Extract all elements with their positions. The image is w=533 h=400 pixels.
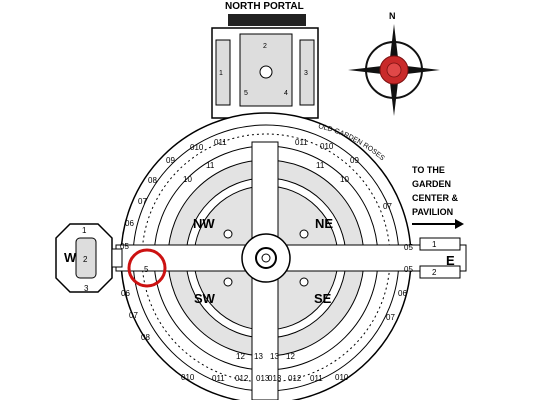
directions-arrow-head-icon bbox=[455, 219, 464, 229]
east-path-label-1: 1 bbox=[432, 240, 437, 249]
inner-label-0: 10 bbox=[183, 175, 192, 184]
directions-block: TO THE GARDEN CENTER & PAVILION bbox=[412, 165, 464, 229]
east-paths: 1 2 E bbox=[419, 237, 461, 279]
ring-label-left-1: 07 bbox=[138, 197, 147, 206]
ring-label-top-0: 011 bbox=[214, 138, 227, 147]
west-label: W bbox=[64, 250, 77, 265]
ring-label-left-4: 06 bbox=[121, 289, 130, 298]
west-bed-label-2: 2 bbox=[83, 255, 88, 264]
east-path-label-2: 2 bbox=[432, 268, 437, 277]
ring-label-top-1: 010 bbox=[190, 143, 204, 152]
ring-label-right-3: 06 bbox=[398, 289, 407, 298]
north-bed-label-2: 2 bbox=[263, 43, 267, 50]
highlight-circle[interactable] bbox=[127, 248, 167, 288]
ring-label-right-0: 07 bbox=[383, 202, 392, 211]
directions-line-4: PAVILION bbox=[412, 207, 453, 217]
ne-fountain-icon bbox=[299, 229, 309, 239]
ring-label-bottom-3: 013 bbox=[256, 374, 270, 383]
compass-n-letter: N bbox=[389, 11, 396, 21]
ring-label-right-4: 07 bbox=[386, 313, 395, 322]
north-bed-3[interactable] bbox=[299, 39, 315, 106]
quadrant-sw[interactable]: SW bbox=[194, 291, 216, 306]
ring-label-bottom-4: 013 bbox=[268, 374, 282, 383]
main-circle-garden: NW NE SW SE 08 07 06 05 06 07 08 07 05 0… bbox=[115, 112, 467, 400]
ring-label-left-5: 07 bbox=[129, 311, 138, 320]
ring-label-right-2: 05 bbox=[404, 265, 413, 274]
west-bed-2[interactable] bbox=[75, 237, 97, 279]
ring-label-left-0: 08 bbox=[148, 176, 157, 185]
east-west-path[interactable] bbox=[115, 244, 467, 272]
ring-label-left-6: 08 bbox=[141, 333, 150, 342]
inner-label-1: 11 bbox=[206, 161, 215, 170]
west-bed-label-3: 3 bbox=[84, 284, 89, 293]
ring-label-bottom-5: 012 bbox=[288, 374, 302, 383]
highlight-marker: 5 bbox=[127, 248, 167, 288]
directions-line-3: CENTER & bbox=[412, 193, 459, 203]
west-garden: 1 2 3 W bbox=[55, 223, 123, 293]
east-label: E bbox=[446, 253, 455, 268]
inner-label-5: 10 bbox=[340, 175, 349, 184]
compass-ring bbox=[365, 41, 423, 99]
rose-center-icon bbox=[386, 62, 402, 78]
quadrant-se[interactable]: SE bbox=[314, 291, 332, 306]
north-bed-label-4: 4 bbox=[284, 90, 288, 97]
ring-label-bottom-7: 010 bbox=[335, 373, 349, 382]
ring-label-left-2: 06 bbox=[125, 219, 134, 228]
se-fountain-icon bbox=[299, 277, 309, 287]
inner-label-3: 12 bbox=[286, 352, 295, 361]
ring-label-top-3: 010 bbox=[320, 142, 334, 151]
quadrant-ne[interactable]: NE bbox=[315, 216, 333, 231]
ring-label-top-5: 09 bbox=[350, 156, 359, 165]
directions-line-2: GARDEN bbox=[412, 179, 451, 189]
ring-label-bottom-6: 011 bbox=[310, 374, 323, 383]
west-connector-path bbox=[111, 248, 123, 268]
inner-label-7: 13 bbox=[270, 352, 279, 361]
compass: N bbox=[348, 11, 440, 116]
inner-label-4: 11 bbox=[316, 161, 325, 170]
north-portal-gate bbox=[228, 14, 306, 26]
north-fountain bbox=[259, 65, 273, 79]
ring-label-bottom-2: 012 bbox=[235, 374, 249, 383]
ring-label-bottom-0: 010 bbox=[181, 373, 195, 382]
ring-label-bottom-1: 011 bbox=[212, 374, 225, 383]
ring-label-right-1: 05 bbox=[404, 243, 413, 252]
north-bed-label-5: 5 bbox=[244, 90, 248, 97]
inner-label-6: 13 bbox=[254, 352, 263, 361]
west-bed-label-1: 1 bbox=[82, 226, 87, 235]
directions-line-1: TO THE bbox=[412, 165, 445, 175]
quadrant-nw[interactable]: NW bbox=[193, 216, 215, 231]
nw-fountain-icon bbox=[223, 229, 233, 239]
east-path-2[interactable] bbox=[419, 265, 461, 279]
east-path-1[interactable] bbox=[419, 237, 461, 251]
north-bed-1[interactable] bbox=[215, 39, 231, 106]
ring-label-top-4: 011 bbox=[295, 138, 308, 147]
ring-label-left-3: 05 bbox=[120, 242, 129, 251]
center-fountain-core-icon bbox=[261, 253, 271, 263]
north-bed-label-3: 3 bbox=[304, 70, 308, 77]
ring-label-top-2: 09 bbox=[166, 156, 175, 165]
north-portal-label: NORTH PORTAL bbox=[225, 1, 304, 12]
inner-label-2: 12 bbox=[236, 352, 245, 361]
highlight-bed-label: 5 bbox=[144, 265, 149, 274]
sw-fountain-icon bbox=[223, 277, 233, 287]
north-bed-label-1: 1 bbox=[219, 70, 223, 77]
